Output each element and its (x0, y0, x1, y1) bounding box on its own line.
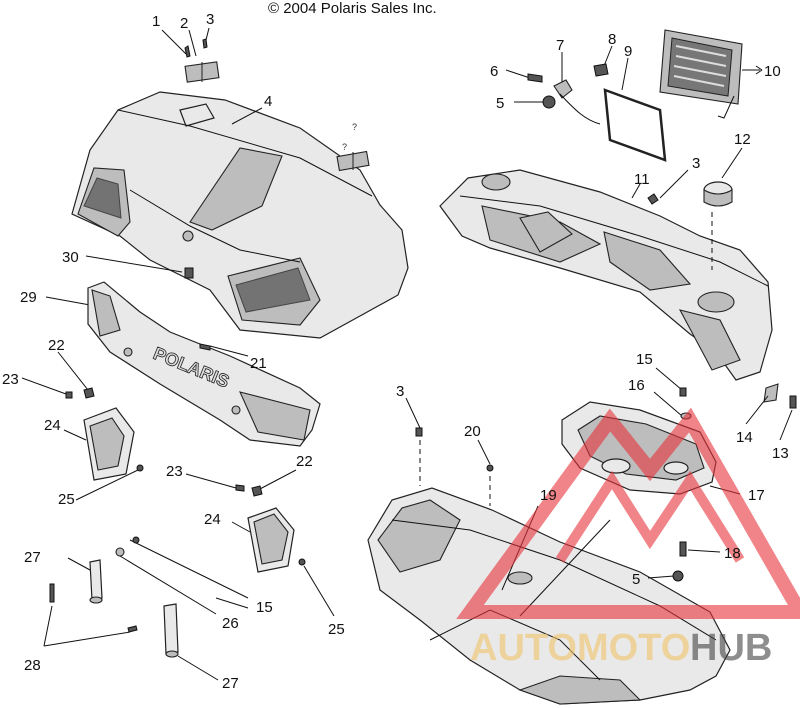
side-clips (745, 383, 797, 441)
hood-panel (71, 91, 409, 339)
callout-2: 2 (180, 15, 188, 32)
callout-10: 10 (764, 63, 781, 80)
callout-16: 16 (628, 377, 645, 394)
headlight-right (185, 469, 335, 617)
callout-15-bottom: 15 (256, 599, 273, 616)
callout-19: 19 (540, 487, 557, 504)
callout-21: 21 (250, 355, 267, 372)
callout-17: 17 (748, 487, 765, 504)
callout-24-left: 24 (44, 417, 61, 434)
callout-26: 26 (222, 615, 239, 632)
callout-29: 29 (20, 289, 37, 306)
callout-6: 6 (490, 63, 498, 80)
callout-25-right: 25 (328, 621, 345, 638)
svg-text:?: ? (352, 122, 357, 132)
callout-13: 13 (772, 445, 789, 462)
floorboard (367, 397, 731, 705)
rear-rack-assembly (439, 169, 773, 381)
callout-3-floor: 3 (396, 383, 404, 400)
callout-28: 28 (24, 657, 41, 674)
watermark-text-b: HUB (690, 627, 772, 669)
fuel-cap (703, 147, 743, 207)
callout-30: 30 (62, 249, 79, 266)
fastener-right (647, 169, 689, 205)
callout-7: 7 (556, 37, 564, 54)
callout-20: 20 (464, 423, 481, 440)
headlight-left (21, 351, 144, 501)
callout-4: 4 (264, 93, 272, 110)
callout-12: 12 (734, 131, 751, 148)
front-fascia: POLARIS (45, 281, 321, 447)
storage-hardware (505, 29, 763, 162)
hinge-hardware-top (161, 27, 220, 83)
svg-text:?: ? (342, 142, 347, 152)
callout-5: 5 (496, 95, 504, 112)
watermark-text-a: AUTOMOTO (470, 627, 690, 669)
callout-5-floor: 5 (632, 571, 640, 588)
screw-21 (199, 343, 249, 357)
callout-18: 18 (724, 545, 741, 562)
callout-numbers: 1 2 3 4 5 6 7 8 9 10 3 11 12 30 29 22 21… (2, 11, 789, 692)
callout-9: 9 (624, 43, 632, 60)
callout-24-right: 24 (204, 511, 221, 528)
hood-clips: ? ? (336, 122, 370, 172)
hood-fastener (85, 255, 194, 279)
callout-14: 14 (736, 429, 753, 446)
strap-hardware (43, 536, 249, 681)
callout-22-right: 22 (296, 453, 313, 470)
callout-23-left: 23 (2, 371, 19, 388)
callout-8: 8 (608, 31, 616, 48)
callout-15-right: 15 (636, 351, 653, 368)
callout-25-left: 25 (58, 491, 75, 508)
watermark-logo: AUTOMOTO HUB (456, 407, 800, 669)
callout-23-right: 23 (166, 463, 183, 480)
callout-27-bottom: 27 (222, 675, 239, 692)
copyright-notice: © 2004 Polaris Sales Inc. (268, 0, 437, 17)
callout-3: 3 (206, 11, 214, 28)
callout-27-left: 27 (24, 549, 41, 566)
callout-22-left: 22 (48, 337, 65, 354)
callout-1: 1 (152, 13, 160, 30)
callout-11: 11 (634, 171, 650, 188)
callout-3-right: 3 (692, 155, 700, 172)
